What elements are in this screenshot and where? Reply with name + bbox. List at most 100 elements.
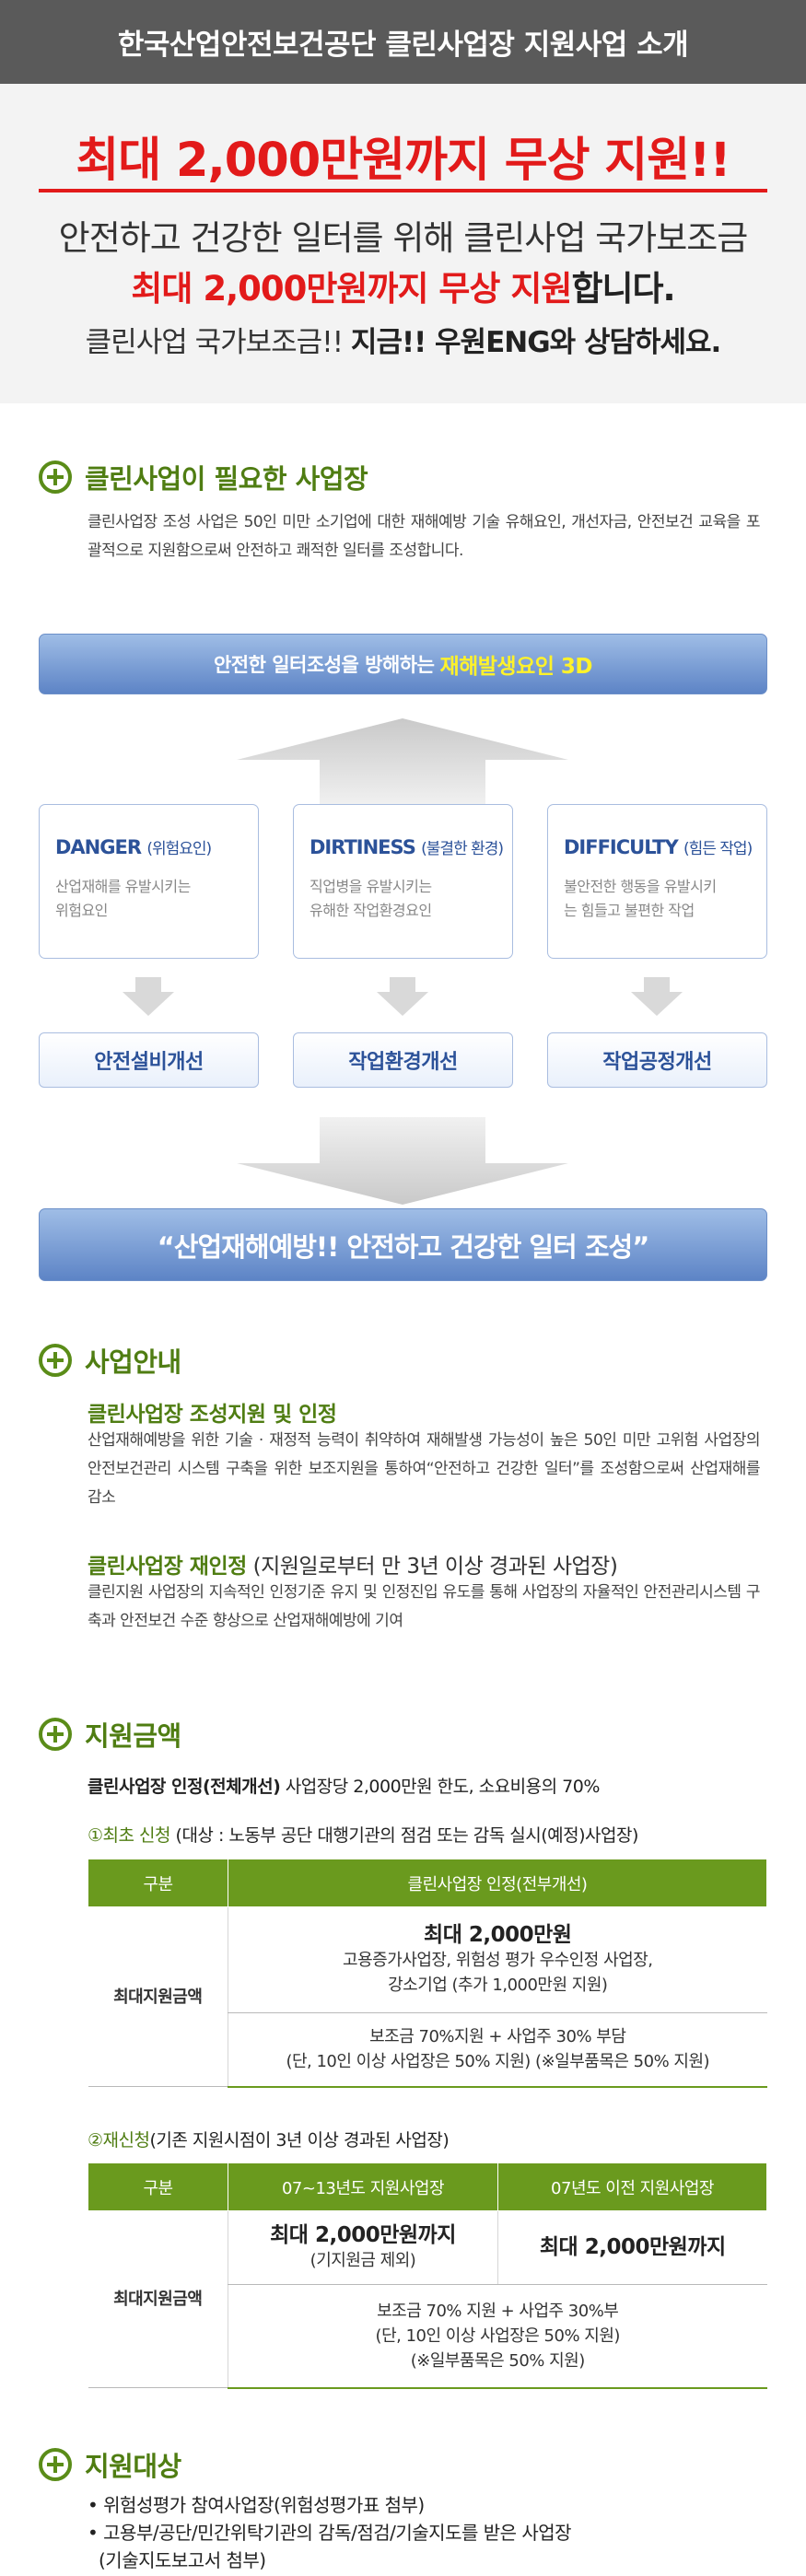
reapplication-number: ②재신청 <box>88 2130 150 2151</box>
card-desc-line: 산업재해를 유발시키는 <box>55 878 191 895</box>
item-2-title-main: 클린사업장 재인정 <box>88 1555 247 1579</box>
card-title-sub: (힘든 작업) <box>683 840 753 858</box>
support-table-reapply: 구분 07~13년도 지원사업장 07년도 이전 지원사업장 최대지원금액 최대… <box>88 2162 767 2389</box>
hero-line-2-suffix: 합니다. <box>571 269 675 309</box>
table-cell-line: (단, 10인 이상 사업장은 50% 지원) (※일부품목은 50% 지원) <box>286 2052 710 2072</box>
table-cell-big: 최대 2,000만원까지 <box>539 2235 726 2259</box>
section-title-business-guide: 사업안내 <box>39 1341 181 1380</box>
support-table-first: 구분 클린사업장 인정(전부개선) 최대지원금액 최대 2,000만원 고용증가… <box>88 1859 767 2088</box>
section-title-text: 클린사업이 필요한 사업장 <box>85 463 368 495</box>
item-2-title-suffix: (지원일로부터 만 3년 이상 경과된 사업장) <box>246 1555 618 1579</box>
item-2-title: 클린사업장 재인정 (지원일로부터 만 3년 이상 경과된 사업장) <box>88 1548 618 1579</box>
pill-work-process: 작업공정개선 <box>547 1032 767 1088</box>
hero-line-3-bold: 지금!! 우원ENG와 상담하세요. <box>350 326 721 359</box>
plus-circle-icon <box>39 460 72 494</box>
difficulty-card-title: DIFFICULTY (힘든 작업) <box>564 835 766 858</box>
table-cell-big: 최대 2,000만원 <box>424 1922 572 1947</box>
down-arrow-icon <box>631 977 683 1016</box>
card-title-main: DIFFICULTY <box>564 836 679 858</box>
table-cell-line: 보조금 70% 지원 + 사업주 30%부 <box>377 2301 619 2321</box>
table-header: 07년도 이전 지원사업장 <box>497 2162 767 2211</box>
card-desc-line: 불안전한 행동을 유발시키 <box>564 878 717 895</box>
table-header: 클린사업장 인정(전부개선) <box>228 1859 767 1907</box>
table-cell: 보조금 70%지원 + 사업주 30% 부담 (단, 10인 이상 사업장은 5… <box>228 2012 767 2088</box>
page-header: 한국산업안전보건공단 클린사업장 지원사업 소개 <box>0 0 806 84</box>
card-title-sub: (불결한 환경) <box>421 840 504 858</box>
down-arrow-large-icon <box>237 1117 568 1205</box>
card-desc-line: 는 힘들고 불편한 작업 <box>564 902 695 919</box>
table-row-label: 최대지원금액 <box>88 2210 228 2388</box>
table-cell: 최대 2,000만원까지 (기지원금 제외) <box>228 2210 498 2285</box>
table-cell-big: 최대 2,000만원까지 <box>270 2222 456 2247</box>
up-arrow-icon <box>237 718 568 806</box>
hero-divider <box>39 189 767 192</box>
banner-highlight: 재해발생요인 3D <box>439 655 593 679</box>
reapplication-label: ②재신청(기존 지원시점이 3년 이상 경과된 사업장) <box>88 2127 450 2151</box>
support-intro-rest: 사업장당 2,000만원 한도, 소요비용의 70% <box>280 1777 601 1797</box>
first-application-desc: (대상 : 노동부 공단 대행기관의 점검 또는 감독 실시(예정)사업장) <box>170 1825 639 1846</box>
goal-banner: “산업재해예방!! 안전하고 건강한 일터 조성” <box>39 1208 767 1281</box>
down-arrow-icon <box>123 977 174 1016</box>
danger-card-title: DANGER (위험요인) <box>55 835 258 858</box>
card-desc-line: 유해한 작업환경요인 <box>310 902 432 919</box>
item-1-body: 산업재해예방을 위한 기술 · 재정적 능력이 취약하여 재해발생 가능성이 높… <box>88 1431 761 1507</box>
table-row-label: 최대지원금액 <box>88 1906 228 2087</box>
section-title-support-amount: 지원금액 <box>39 1715 181 1754</box>
page-title: 한국산업안전보건공단 클린사업장 지원사업 소개 <box>117 29 689 62</box>
card-desc-line: 직업병을 유발시키는 <box>310 878 432 895</box>
reapplication-desc: (기존 지원시점이 3년 이상 경과된 사업장) <box>149 2130 450 2151</box>
card-title-main: DANGER <box>55 836 142 858</box>
table-cell-line: 고용증가사업장, 위험성 평가 우수인정 사업장, <box>343 1950 653 1970</box>
first-application-number: ①최초 신청 <box>88 1825 171 1846</box>
pill-work-environment: 작업환경개선 <box>293 1032 513 1088</box>
hero-line-3-prefix: 클린사업 국가보조금!! <box>85 326 344 359</box>
plus-circle-icon <box>39 2448 72 2481</box>
table-cell-line: (기지원금 제외) <box>310 2250 416 2270</box>
table-cell: 최대 2,000만원 고용증가사업장, 위험성 평가 우수인정 사업장, 강소기… <box>228 1906 767 2013</box>
section-title-text: 지원금액 <box>85 1720 181 1752</box>
section-title-support-target: 지원대상 <box>39 2445 181 2484</box>
first-application-label: ①최초 신청 (대상 : 노동부 공단 대행기관의 점검 또는 감독 실시(예정… <box>88 1822 638 1847</box>
section-title-text: 지원대상 <box>85 2451 181 2482</box>
table-cell-line: 강소기업 (추가 1,000만원 지원) <box>388 1975 608 1995</box>
hero-section: 최대 2,000만원까지 무상 지원!! 안전하고 건강한 일터를 위해 클린사… <box>0 84 806 403</box>
hazard-factors-banner: 안전한 일터조성을 방해하는 재해발생요인 3D <box>39 634 767 694</box>
item-2-body: 클린지원 사업장의 지속적인 인정기준 유지 및 인정진입 유도를 통해 사업장… <box>88 1583 761 1630</box>
hero-line-2: 최대 2,000만원까지 무상 지원합니다. <box>0 261 806 310</box>
card-desc-line: 위험요인 <box>55 902 108 919</box>
support-target-list: • 위험성평가 참여사업장(위험성평가표 첨부) • 고용부/공단/민간위탁기관… <box>88 2491 572 2574</box>
banner-prefix: 안전한 일터조성을 방해하는 <box>213 654 435 676</box>
table-header: 구분 <box>88 2162 228 2211</box>
section-title-text: 사업안내 <box>85 1346 181 1378</box>
table-header: 07~13년도 지원사업장 <box>228 2162 498 2211</box>
hero-line-3: 클린사업 국가보조금!! 지금!! 우원ENG와 상담하세요. <box>0 319 806 360</box>
card-title-main: DIRTINESS <box>310 836 416 858</box>
hero-headline: 최대 2,000만원까지 무상 지원!! <box>76 134 730 188</box>
table-cell: 최대 2,000만원까지 <box>497 2210 767 2285</box>
pill-safety-equipment: 안전설비개선 <box>39 1032 259 1088</box>
item-1-title: 클린사업장 조성지원 및 인정 <box>88 1403 337 1427</box>
plus-circle-icon <box>39 1718 72 1751</box>
down-arrow-icon <box>377 977 428 1016</box>
list-item: (기술지도보고서 첨부) <box>99 2549 266 2571</box>
dirtiness-card-title: DIRTINESS (불결한 환경) <box>310 835 512 858</box>
table-cell-line: (단, 10인 이상 사업장은 50% 지원) <box>375 2325 621 2346</box>
table-header: 구분 <box>88 1859 228 1907</box>
hero-line-2-highlight: 최대 2,000만원까지 무상 지원 <box>131 269 572 309</box>
list-item: • 위험성평가 참여사업장(위험성평가표 첨부) <box>88 2494 425 2516</box>
table-cell-line: (※일부품목은 50% 지원) <box>410 2350 585 2371</box>
support-intro-bold: 클린사업장 인정(전체개선) <box>88 1777 281 1797</box>
card-title-sub: (위험요인) <box>146 840 212 858</box>
section-title-target-business: 클린사업이 필요한 사업장 <box>39 458 368 496</box>
support-intro: 클린사업장 인정(전체개선) 사업장당 2,000만원 한도, 소요비용의 70… <box>88 1773 600 1798</box>
table-cell-line: 보조금 70%지원 + 사업주 30% 부담 <box>369 2027 626 2047</box>
table-cell: 보조금 70% 지원 + 사업주 30%부 (단, 10인 이상 사업장은 50… <box>228 2284 767 2389</box>
plus-circle-icon <box>39 1344 72 1377</box>
section-1-body: 클린사업장 조성 사업은 50인 미만 소기업에 대한 재해예방 기술 유해요인… <box>88 513 761 560</box>
